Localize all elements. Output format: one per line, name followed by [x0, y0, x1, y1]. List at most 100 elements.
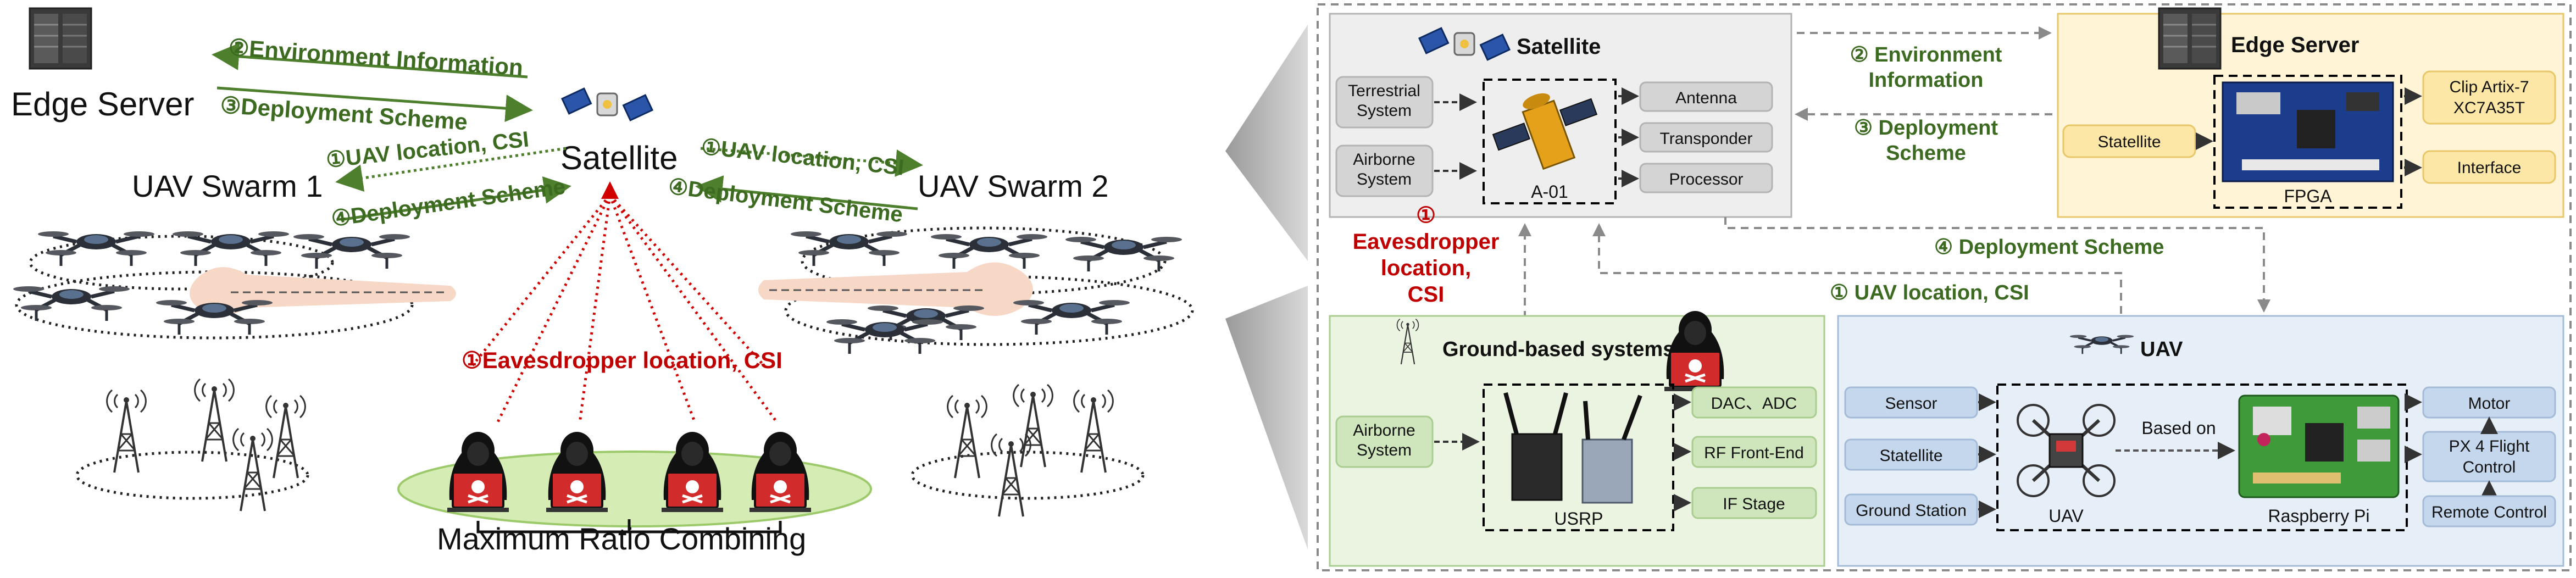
tower-icon — [106, 389, 147, 474]
eaves-rays — [471, 181, 779, 424]
link-deploy-l2: Scheme — [1886, 142, 1966, 165]
sat-output-box — [1639, 81, 1773, 112]
link-uav-loc — [1592, 223, 2122, 327]
uav-loc-right-label: ①UAV location, CSI — [700, 135, 905, 180]
uav-panel-title: UAV — [2140, 338, 2183, 361]
swarm2-label: UAV Swarm 2 — [918, 169, 1108, 203]
ground-center-label: USRP — [1555, 509, 1603, 529]
link-eaves-l4: CSI — [1408, 282, 1445, 307]
link-env-info-l2: Information — [1869, 69, 1984, 92]
swarm1-ring-bottom — [15, 270, 414, 340]
edge-panel: Edge Server Statellite FPGA Clip Artix-7… — [2057, 7, 2564, 218]
edge-server-icon — [29, 7, 92, 70]
uav-panel: UAV Sensor Statellite Ground Station UAV… — [1837, 315, 2564, 567]
funnel-top — [1225, 25, 1308, 261]
link-env-info-l1: ② Environment — [1850, 43, 2002, 66]
uav-loc-left-arrow — [335, 147, 567, 192]
eavesdropper-icon — [662, 432, 723, 512]
towers-right-ring — [911, 451, 1145, 500]
uav-output-px4-l1: PX 4 Flight — [2449, 437, 2530, 455]
deploy-right-label: ④Deployment Scheme — [667, 174, 904, 227]
sat-output-transponder: Transponder — [1660, 130, 1753, 148]
uav-loc-right-arrow — [700, 147, 923, 177]
edge-server-label: Edge Server — [11, 86, 195, 123]
uav-input-ground: Ground Station — [1856, 502, 1967, 520]
towers-left-ring — [75, 451, 309, 500]
ground-input-l2: System — [1357, 441, 1412, 459]
sat-output-box — [1639, 122, 1773, 153]
swarm2-ring-bottom — [784, 275, 1194, 346]
link-eaves-l2: Eavesdropper — [1353, 230, 1500, 254]
sat-input-box — [1335, 144, 1434, 197]
ground-input-box — [1335, 415, 1434, 468]
edge-input-box — [2062, 124, 2196, 158]
uav-icon — [156, 300, 273, 335]
based-on-label: Based on — [2141, 418, 2216, 438]
satellite-icon — [561, 87, 653, 121]
env-info-label: ②Environment Information — [227, 34, 524, 80]
deploy-top-arrow — [216, 86, 533, 123]
uav-icon — [1013, 300, 1130, 335]
satellite-panel-title: Satellite — [1517, 35, 1601, 59]
uav-input-sensor: Sensor — [1885, 394, 1937, 413]
eavesdropper-icon — [447, 432, 509, 512]
ground-output-rf: RF Front-End — [1704, 444, 1804, 462]
uav-center-label: UAV — [2048, 506, 2084, 526]
edge-center-frame — [2213, 75, 2402, 209]
uav-icon — [1065, 237, 1182, 271]
tower-icon — [193, 378, 235, 463]
edge-panel-title: Edge Server — [2231, 33, 2359, 57]
uav-output-box — [2422, 495, 2556, 527]
a01-satellite-icon — [1492, 93, 1598, 170]
raspberry-pi-icon — [2238, 394, 2400, 498]
mrc-label: Maximum Ratio Combining — [437, 521, 806, 556]
edge-output-box — [2422, 150, 2556, 184]
edge-server-icon — [2158, 7, 2222, 70]
tower-icon — [1073, 389, 1114, 474]
uav-output-motor: Motor — [2468, 394, 2511, 413]
sat-input-airborne-l2: System — [1357, 170, 1412, 188]
swarm2-beam — [758, 262, 1033, 316]
edge-center-label: FPGA — [2284, 186, 2332, 206]
uav-input-box — [1844, 438, 1978, 471]
uav-icon — [13, 286, 130, 321]
sat-output-processor: Processor — [1669, 170, 1743, 188]
sat-input-box — [1335, 76, 1434, 129]
env-info-arrow — [212, 42, 528, 79]
tower-icon — [1012, 384, 1054, 468]
uav-input-statellite: Statellite — [1879, 447, 1942, 465]
sat-input-terrestrial-l2: System — [1357, 102, 1412, 120]
uav-icon — [791, 231, 907, 266]
swarm1-ring-top — [29, 235, 334, 291]
mrc-bracket — [476, 519, 782, 533]
ground-center-frame — [1483, 384, 1674, 531]
satellite-label: Satellite — [560, 140, 678, 176]
swarm2-ring-top — [801, 226, 1167, 296]
ground-panel-title: Ground-based systems — [1442, 338, 1674, 361]
uav-input-box — [1844, 386, 1978, 419]
tower-icon — [232, 427, 274, 512]
deploy-left-label: ④Deployment Scheme — [330, 175, 567, 231]
sat-output-box — [1639, 163, 1773, 193]
edge-output-chip-l2: XC7A35T — [2453, 99, 2525, 117]
sat-center-label: A-01 — [1531, 182, 1568, 202]
link-eaves-l1: ① — [1416, 203, 1436, 227]
eavesdropper-icon — [750, 432, 811, 512]
sat-center-frame — [1483, 79, 1617, 204]
funnel-bottom — [1225, 286, 1308, 549]
uav-center-frame — [1996, 384, 2408, 531]
uav-icon — [826, 319, 943, 354]
ground-output-box — [1691, 487, 1817, 519]
right-frame — [1317, 3, 2572, 571]
ground-output-box — [1691, 386, 1817, 419]
deploy-left-arrow — [340, 176, 571, 221]
